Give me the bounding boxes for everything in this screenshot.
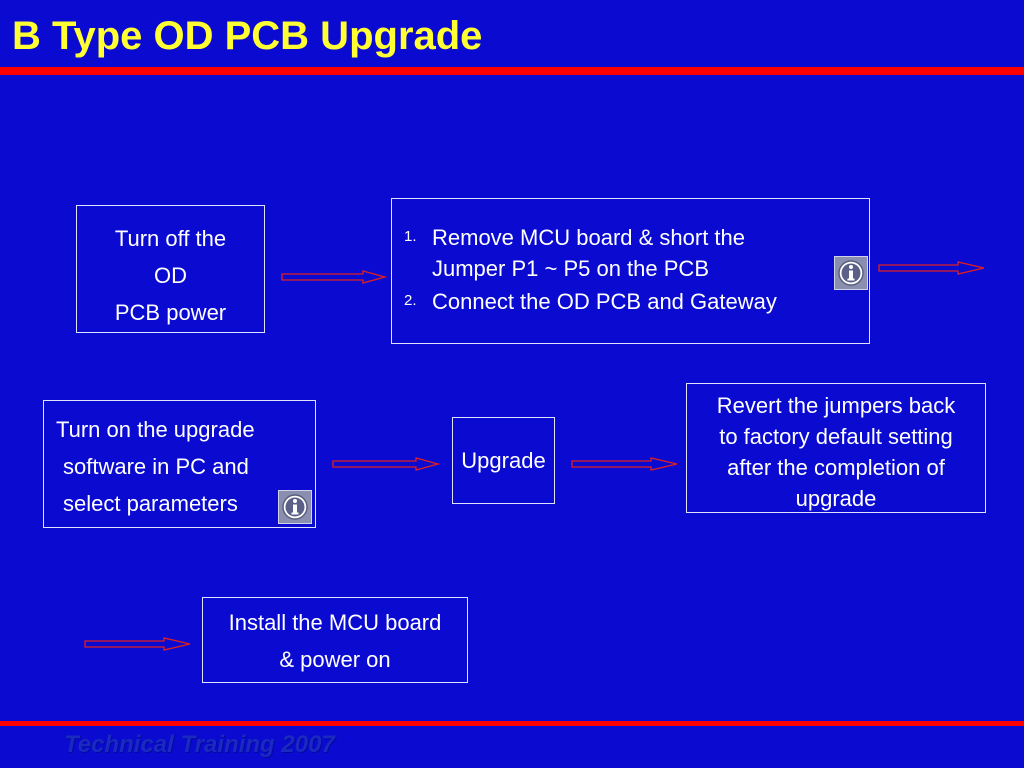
flow-arrow xyxy=(571,457,678,471)
step-install-line: Install the MCU board xyxy=(228,610,442,635)
step-install-line: & power on xyxy=(279,647,391,672)
step-prep-item-line: Remove MCU board & short the xyxy=(432,225,746,250)
step-prep-item-number: 2. xyxy=(404,291,417,309)
step-software-line: Turn on the upgrade xyxy=(56,417,255,442)
step-upgrade-box: Upgrade xyxy=(452,417,555,504)
step-power-off-line: PCB power xyxy=(114,300,227,325)
step-prep-item-line: Connect the OD PCB and Gateway xyxy=(432,288,777,314)
step-prep-item: 2. Connect the OD PCB and Gateway xyxy=(392,287,869,318)
step-prep-item-number: 1. xyxy=(404,228,417,245)
step-revert-box: Revert the jumpers back to factory defau… xyxy=(686,383,986,513)
step-software-line: software in PC and xyxy=(63,454,249,479)
flow-arrow xyxy=(878,261,985,275)
title-divider xyxy=(0,67,1024,75)
step-revert-line: after the completion of xyxy=(727,455,945,480)
info-icon[interactable] xyxy=(278,490,312,524)
step-revert-line: to factory default setting xyxy=(719,424,953,449)
slide-title: B Type OD PCB Upgrade xyxy=(12,14,483,58)
step-upgrade-label: Upgrade xyxy=(461,448,546,473)
step-power-off-box: Turn off the OD PCB power xyxy=(76,205,265,333)
step-power-off-line: OD xyxy=(154,263,187,288)
flow-arrow xyxy=(281,270,388,284)
footer-text: Technical Training 2007 xyxy=(64,731,335,758)
info-icon[interactable] xyxy=(834,256,868,290)
step-prep-box: 1. Remove MCU board & short the Jumper P… xyxy=(391,198,870,344)
step-revert-line: Revert the jumpers back xyxy=(716,393,956,418)
step-install-box: Install the MCU board & power on xyxy=(202,597,468,683)
step-prep-item-line: Jumper P1 ~ P5 on the PCB xyxy=(432,255,709,281)
flow-arrow xyxy=(84,637,191,651)
flow-arrow xyxy=(332,457,441,471)
step-prep-item: 1. Remove MCU board & short the Jumper P… xyxy=(392,223,869,285)
footer-divider xyxy=(0,721,1024,726)
step-software-line: select parameters xyxy=(63,491,238,516)
step-revert-line: upgrade xyxy=(795,486,877,511)
step-power-off-line: Turn off the xyxy=(114,226,227,251)
step-software-box: Turn on the upgrade software in PC and s… xyxy=(43,400,316,528)
